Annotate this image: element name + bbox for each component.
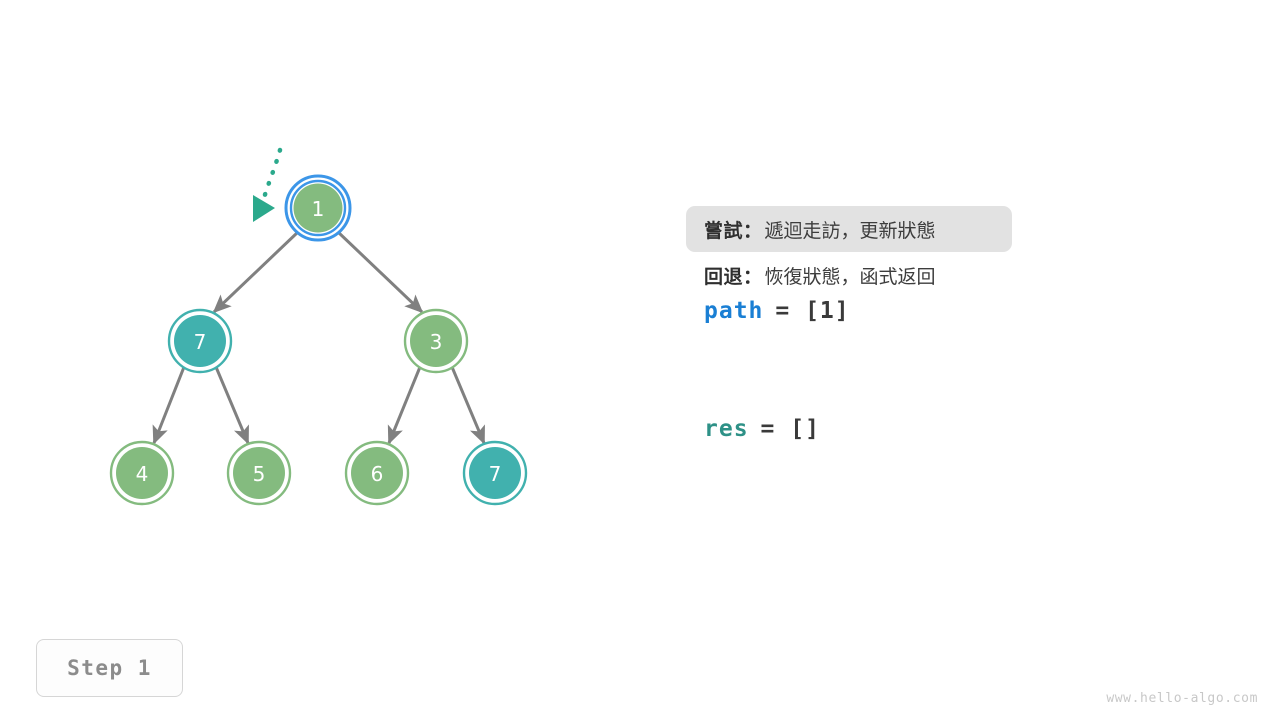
node-7l-label: 7 xyxy=(194,330,207,354)
node-4-ring xyxy=(109,440,175,506)
node-7r-label: 7 xyxy=(489,462,502,486)
node-5-fill xyxy=(233,447,285,499)
site-watermark: www.hello-algo.com xyxy=(1106,691,1258,706)
tree-node-3[interactable]: 3 xyxy=(403,308,469,374)
node-6-fill xyxy=(351,447,403,499)
tree-node-7-right[interactable]: 7 xyxy=(462,440,528,506)
node-5-label: 5 xyxy=(253,462,266,486)
hint-try-text: 遞迴走訪，更新狀態 xyxy=(764,219,936,242)
variable-row-path: path = [1] xyxy=(686,298,1246,344)
node-6-label: 6 xyxy=(371,462,384,486)
tree-node-1[interactable]: 1 xyxy=(284,174,352,242)
hint-row-try: 嘗試： 遞迴走訪，更新狀態 xyxy=(686,206,1012,252)
edge-7-to-4 xyxy=(152,366,186,445)
node-3-fill xyxy=(410,315,462,367)
hint-row-backtrack: 回退： 恢復狀態，函式返回 xyxy=(686,252,1012,298)
tree-node-4[interactable]: 4 xyxy=(109,440,175,506)
edge-1-to-3 xyxy=(336,230,424,314)
recursion-entry-pointer xyxy=(253,147,283,222)
variable-row-res: res = [] xyxy=(686,416,1246,462)
node-7r-ring xyxy=(462,440,528,506)
edge-3-to-7 xyxy=(450,366,486,445)
res-variable-value: = [] xyxy=(760,416,820,442)
edge-3-to-6 xyxy=(387,366,422,445)
binary-tree-diagram: 1 7 3 4 5 6 7 xyxy=(109,147,528,506)
hint-try-label: 嘗試： xyxy=(704,219,763,242)
tree-node-6[interactable]: 6 xyxy=(344,440,410,506)
node-1-fill xyxy=(293,183,343,233)
node-1-label: 1 xyxy=(312,197,325,221)
step-badge: Step 1 xyxy=(36,639,183,697)
node-4-label: 4 xyxy=(136,462,149,486)
dotted-arc-icon xyxy=(261,147,283,201)
tree-edges xyxy=(152,230,486,445)
tree-node-7-left[interactable]: 7 xyxy=(167,308,233,374)
node-7l-fill xyxy=(174,315,226,367)
hint-back-text: 恢復狀態，函式返回 xyxy=(764,265,936,288)
node-1-active-ring xyxy=(284,174,352,242)
hint-back-label: 回退： xyxy=(704,265,763,288)
info-panel: 嘗試： 遞迴走訪，更新狀態 回退： 恢復狀態，函式返回 path = [1] r… xyxy=(686,206,1246,462)
path-variable-value: = [1] xyxy=(775,298,850,324)
node-5-ring xyxy=(226,440,292,506)
res-variable-name: res xyxy=(704,416,749,442)
node-1-inner-ring xyxy=(289,179,347,237)
panel-spacer xyxy=(686,344,1246,416)
node-3-label: 3 xyxy=(430,330,443,354)
path-variable-name: path xyxy=(704,298,764,324)
edge-1-to-7 xyxy=(212,230,300,314)
node-3-ring xyxy=(403,308,469,374)
node-7r-fill xyxy=(469,447,521,499)
node-4-fill xyxy=(116,447,168,499)
pointer-triangle-icon xyxy=(253,195,275,222)
edge-7-to-5 xyxy=(214,366,250,445)
node-7l-ring xyxy=(167,308,233,374)
tree-node-5[interactable]: 5 xyxy=(226,440,292,506)
node-6-ring xyxy=(344,440,410,506)
